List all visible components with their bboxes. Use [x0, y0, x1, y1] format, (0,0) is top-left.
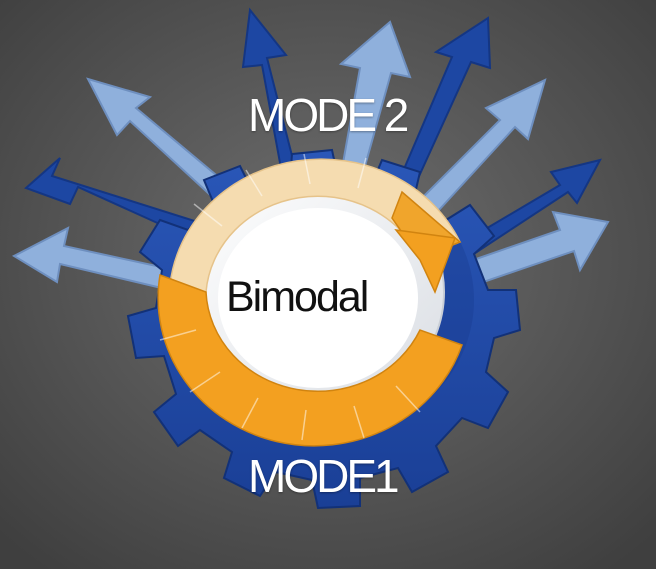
ring-arrow-head [394, 229, 457, 294]
ring-light-segment [169, 158, 462, 293]
center-hole [218, 208, 418, 388]
center-label: Bimodal [226, 273, 369, 321]
arrow-light-4 [413, 78, 547, 224]
ring-orange-segment [157, 273, 463, 447]
cycle-ring [157, 153, 463, 447]
ring-segment-lines [159, 153, 421, 441]
arrow-dark-1 [24, 157, 203, 242]
mode1-label: MODE1 [248, 450, 400, 502]
mode2-label: MODE 2 [248, 89, 409, 141]
